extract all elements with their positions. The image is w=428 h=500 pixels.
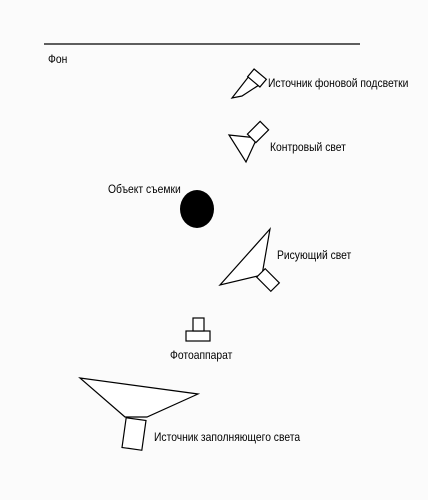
rim-light-label: Контровый свет [270,140,346,154]
background-light-label: Источник фоновой подсветки [268,76,409,90]
subject-circle [180,190,214,228]
subject-label: Объект съемки [108,182,181,196]
background-label: Фон [48,52,68,66]
key-light-icon [218,227,281,293]
rim-light-icon [227,120,270,164]
key-light-label: Рисующий свет [277,248,352,262]
camera-icon [185,317,211,342]
camera-label: Фотоаппарат [170,348,233,362]
fill-light-icon [78,377,201,451]
fill-light-label: Источник заполняющего света [154,430,301,444]
background-light-icon [230,68,268,99]
